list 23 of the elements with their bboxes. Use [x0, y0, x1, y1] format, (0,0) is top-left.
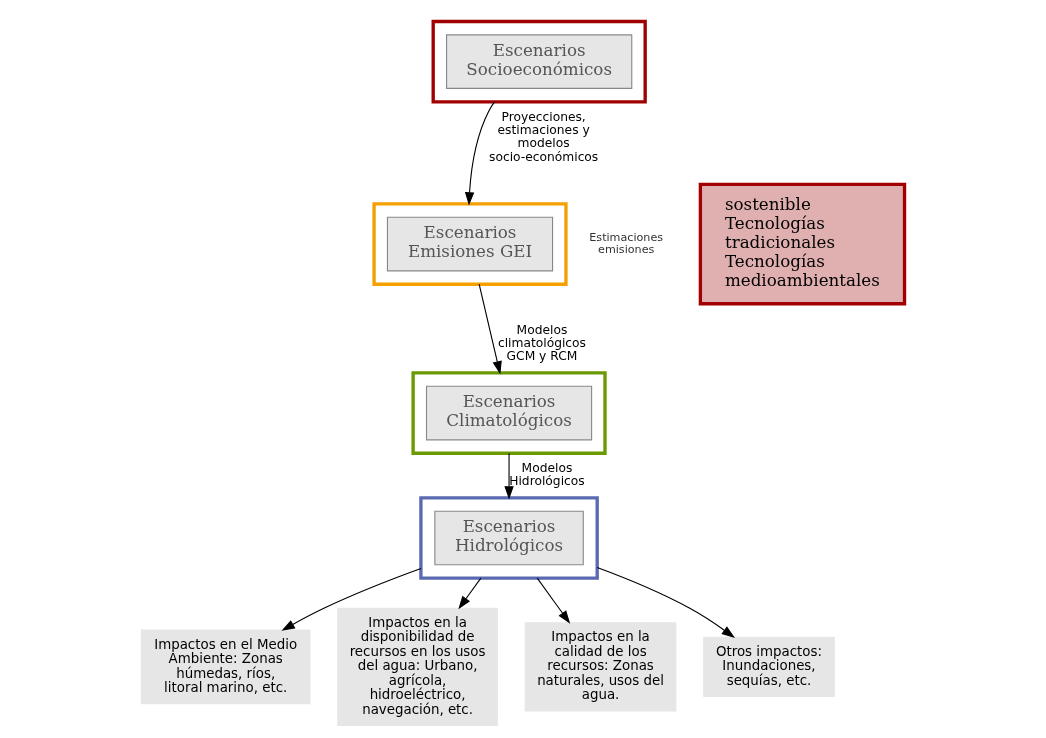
- cluster: [431, 19, 647, 104]
- node-box: Impactos en la calidad de los recursos: Zonas naturales, usos del agua.: [524, 622, 677, 712]
- node-box: Impactos en el Medio Ambiente: Zonas húmedas, ríos, litoral marino, etc.: [140, 629, 311, 705]
- node-box: sostenible Tecnologías tradicionales Tecnologías medioambientales: [698, 182, 907, 306]
- node-box: Otros impactos: Inundaciones, sequías, etc.: [703, 636, 835, 697]
- arrow: [478, 283, 502, 375]
- edge-label: Modelos climatológicos GCM y RCM: [497, 322, 587, 364]
- cluster: [411, 371, 607, 455]
- node-box: Escenarios Hidrológicos: [434, 510, 584, 566]
- node-box: Impactos en la disponibilidad de recursos en los usos del agua: Urbano, agrícola, hidroeléctrico, navegación, etc.: [337, 607, 498, 726]
- node-box: Escenarios Emisiones GEI: [386, 216, 554, 272]
- arrow: [596, 567, 735, 639]
- node-box: Escenarios Climatológicos: [425, 385, 593, 441]
- arrow: [464, 101, 495, 206]
- edge-label: Proyecciones, estimaciones y modelos socio-económicos: [489, 109, 599, 164]
- cluster: [372, 202, 568, 286]
- edge-label: Modelos Hidrológicos: [509, 460, 585, 489]
- arrow: [281, 568, 422, 631]
- label: Estimaciones emisiones: [589, 230, 664, 256]
- arrow: [458, 577, 482, 610]
- arrow: [504, 452, 514, 500]
- node-box: Escenarios Socioeconómicos: [446, 34, 633, 89]
- cluster: [419, 496, 599, 580]
